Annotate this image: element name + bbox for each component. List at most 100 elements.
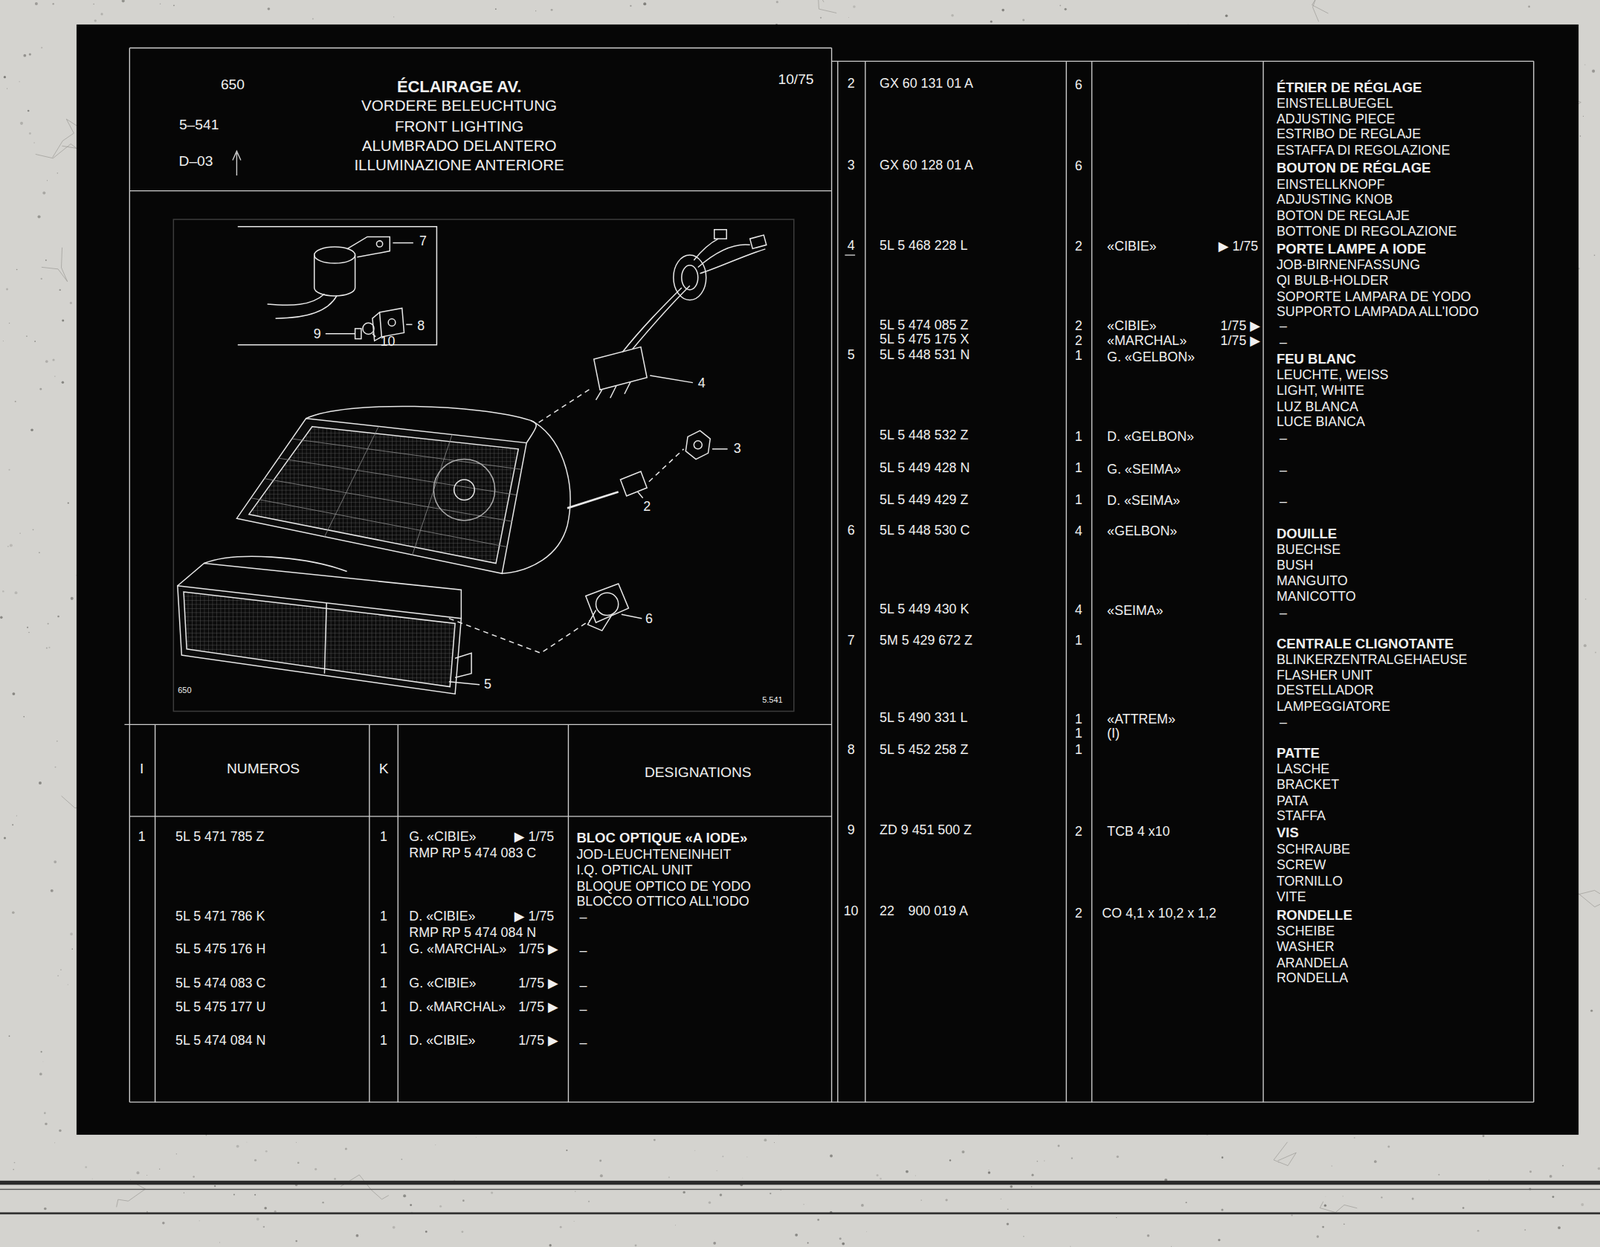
- table-cell: MANGUITO: [1276, 573, 1348, 589]
- paper-speckle: [794, 1233, 798, 1237]
- paper-speckle: [1549, 1174, 1553, 1178]
- paper-speckle: [297, 1161, 300, 1164]
- paper-speckle: [56, 740, 58, 743]
- table-cell: 5L 5 468 228 L: [879, 238, 968, 254]
- paper-speckle: [852, 5, 856, 9]
- paper-speckle: [47, 623, 50, 625]
- paper-speckle: [94, 19, 97, 22]
- table-cell: ADJUSTING PIECE: [1276, 112, 1396, 128]
- table-cell: STAFFA: [1276, 808, 1326, 824]
- table-cell: 3: [847, 158, 856, 174]
- paper-speckle: [1343, 1223, 1345, 1225]
- table-cell: –: [1279, 431, 1287, 447]
- table-cell: BOTON DE REGLAJE: [1276, 208, 1410, 224]
- table-cell: LUCE BIANCA: [1276, 414, 1366, 430]
- header-text: 10/75: [777, 71, 814, 87]
- paper-speckle: [565, 1149, 568, 1151]
- paper-speckle: [14, 400, 17, 403]
- lamp-drawing: [347, 236, 391, 257]
- table-cell: 10: [843, 904, 859, 919]
- table-cell: 22: [879, 904, 895, 919]
- table-cell: WASHER: [1276, 939, 1335, 955]
- callout-number: 5.541: [762, 695, 783, 705]
- table-cell: D. «CIBIE»: [408, 909, 476, 925]
- paper-crack: [52, 118, 82, 158]
- table-cell: 2: [1075, 333, 1083, 349]
- paper-speckle: [34, 340, 36, 343]
- table-cell: EINSTELLBUEGEL: [1276, 96, 1394, 112]
- lamp-drawing: [372, 333, 376, 337]
- paper-speckle: [7, 545, 9, 548]
- table-cell: ADJUSTING KNOB: [1276, 192, 1394, 208]
- table-cell: 1/75 ▶: [518, 1000, 558, 1015]
- table-cell: 1: [379, 909, 388, 925]
- paper-speckle: [961, 1150, 965, 1154]
- paper-speckle: [860, 1203, 864, 1207]
- paper-speckle: [159, 3, 161, 5]
- lamp-drawing: [314, 246, 356, 264]
- paper-speckle: [6, 88, 8, 90]
- lamp-drawing: [449, 681, 480, 685]
- table-cell: 1/75 ▶: [1220, 318, 1261, 334]
- paper-speckle: [32, 528, 35, 531]
- table-cell: RMP RP 5 474 083 C: [408, 846, 537, 861]
- callout-number: 9: [313, 327, 322, 343]
- lamp-drawing: [594, 347, 647, 391]
- paper-speckle: [1580, 1202, 1584, 1206]
- header-text: 650: [220, 76, 245, 93]
- paper-speckle: [12, 1168, 14, 1170]
- table-cell: 1: [1075, 742, 1083, 758]
- paper-speckle: [233, 1193, 235, 1195]
- paper-speckle: [46, 179, 48, 181]
- table-cell: CENTRALE CLIGNOTANTE: [1276, 636, 1454, 652]
- table-cell: 5L 5 471 786 K: [175, 909, 265, 925]
- paper-speckle: [254, 1194, 256, 1196]
- paper-speckle: [356, 1234, 360, 1238]
- paper-speckle: [1115, 1217, 1117, 1218]
- paper-speckle: [674, 1224, 676, 1227]
- lamp-drawing: [173, 219, 794, 711]
- table-cell: BLOQUE OPTICO DE YODO: [576, 879, 751, 895]
- table-cell: I: [139, 760, 144, 777]
- paper-speckle: [1353, 1136, 1356, 1139]
- table-cell: ESTAFFA DI REGOLAZIONE: [1276, 143, 1450, 159]
- table-cell: «CIBIE»: [1107, 318, 1157, 334]
- paper-speckle: [776, 0, 779, 3]
- table-cell: 1: [379, 829, 388, 845]
- paper-speckle: [1557, 1226, 1561, 1229]
- callout-number: 2: [643, 499, 651, 515]
- paper-speckle: [400, 1158, 403, 1160]
- table-cell: «ATTREM»: [1107, 712, 1176, 728]
- table-cell: 6: [1075, 159, 1083, 174]
- lamp-drawing: [355, 328, 362, 340]
- paper-speckle: [69, 932, 73, 936]
- paper-speckle: [121, 0, 125, 3]
- paper-speckle: [254, 1159, 257, 1162]
- paper-speckle: [46, 647, 48, 650]
- table-cell: TORNILLO: [1276, 874, 1343, 890]
- lamp-drawing: [325, 333, 356, 335]
- paper-speckle: [1221, 1156, 1224, 1159]
- paper-speckle: [28, 52, 32, 56]
- table-cell: RMP RP 5 474 084 N: [408, 925, 537, 941]
- paper-crack: [340, 1174, 389, 1200]
- paper-speckle: [52, 358, 55, 361]
- table-cell: –: [579, 1002, 588, 1018]
- callout-number: 6: [645, 611, 653, 627]
- table-cell: TCB 4 x10: [1107, 824, 1170, 840]
- paper-speckle: [314, 1168, 317, 1171]
- callout-number: 8: [417, 318, 425, 334]
- table-cell: LEUCHTE, WEISS: [1276, 368, 1389, 383]
- paper-speckle: [839, 1237, 842, 1240]
- paper-speckle: [263, 1226, 265, 1228]
- table-cell: BOTTONE DI REGOLAZIONE: [1276, 224, 1457, 240]
- table-cell: 1: [379, 1000, 388, 1015]
- table-rule: [844, 254, 856, 256]
- paper-stripe: [0, 1180, 1600, 1185]
- table-cell: PATTE: [1276, 745, 1320, 761]
- table-cell: ÉTRIER DE RÉGLAGE: [1276, 80, 1422, 96]
- paper-speckle: [1462, 1206, 1465, 1209]
- lamp-drawing: [673, 255, 707, 300]
- paper-speckle: [879, 1177, 882, 1180]
